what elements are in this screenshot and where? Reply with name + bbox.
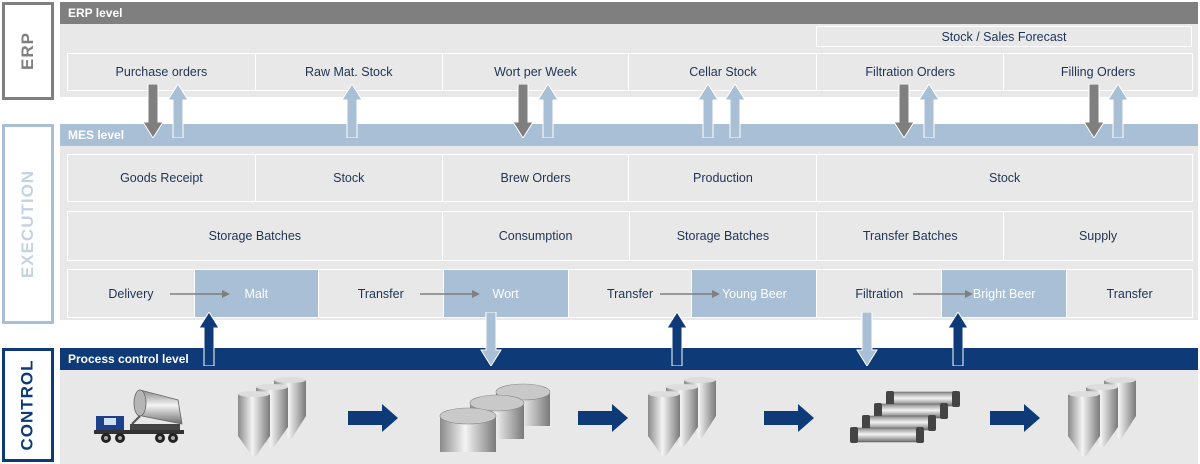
process-control-level-bar: Process control level — [60, 348, 1198, 370]
down-arrow-filling — [1084, 84, 1104, 138]
mes-cell-production: Production — [629, 155, 818, 202]
mes-row-2: Storage Batches Consumption Storage Batc… — [67, 211, 1193, 261]
up-arrow-malt — [198, 312, 220, 366]
mes-cell-stock: Stock — [255, 155, 443, 202]
up-arrow-purchase — [168, 84, 188, 138]
flow-arrow-3 — [764, 404, 814, 432]
truck-icon — [94, 389, 184, 443]
mes-cell-brew-orders: Brew Orders — [442, 155, 630, 202]
down-arrow-wort-control — [480, 312, 502, 366]
flow-arrow-2 — [578, 404, 628, 432]
mes-cell-storage-batches-2: Storage Batches — [629, 212, 818, 261]
mes-cell-consumption: Consumption — [442, 212, 630, 261]
up-arrow-young-beer — [666, 312, 688, 366]
mes-cell-storage-batches: Storage Batches — [68, 212, 443, 261]
row3-arrow-2 — [420, 290, 480, 298]
row3-arrow-4 — [913, 290, 973, 298]
flow-arrow-4 — [990, 404, 1040, 432]
silos-icon — [238, 377, 306, 456]
forecast-box: Stock / Sales Forecast — [816, 26, 1192, 47]
up-arrow-filtration — [919, 84, 939, 138]
sidebar-execution: EXECUTION — [2, 124, 54, 324]
erp-cell-cellar-stock: Cellar Stock — [629, 54, 818, 91]
mes-cell-transfer-3: Transfer — [1067, 270, 1194, 318]
mes-cell-goods-receipt: Goods Receipt — [68, 155, 256, 202]
erp-cell-wort-per-week: Wort per Week — [442, 54, 630, 91]
row3-arrow-1 — [170, 290, 230, 298]
sidebar-erp: ERP — [2, 2, 54, 100]
up-arrow-cellar-1 — [698, 84, 718, 138]
mes-cell-transfer-batches: Transfer Batches — [817, 212, 1005, 261]
down-arrow-purchase — [143, 84, 163, 138]
mes-row-1: Goods Receipt Stock Brew Orders Producti… — [67, 154, 1193, 202]
down-arrow-filtration-control — [856, 312, 878, 366]
up-arrow-wort — [538, 84, 558, 138]
sidebar-control: CONTROL — [2, 348, 54, 462]
down-arrow-wort — [513, 84, 533, 138]
erp-cells-row: Purchase orders Raw Mat. Stock Wort per … — [67, 53, 1193, 91]
fermentation-tanks-icon — [648, 377, 716, 456]
row3-arrow-3 — [660, 290, 720, 298]
filter-tubes-icon — [850, 391, 960, 443]
mes-cell-supply: Supply — [1004, 212, 1193, 261]
mes-cell-stock-2: Stock — [817, 155, 1193, 202]
up-arrow-filling — [1108, 84, 1128, 138]
bright-tanks-icon — [1068, 377, 1136, 456]
process-flow-arrows — [348, 404, 1040, 432]
erp-level-bar: ERP level — [60, 2, 1198, 24]
erp-cell-purchase-orders: Purchase orders — [68, 54, 256, 91]
horizontal-tanks-icon — [439, 383, 551, 452]
erp-cell-filtration-orders: Filtration Orders — [817, 54, 1005, 91]
mes-level-bar: MES level — [60, 124, 1198, 146]
forecast-label: Stock / Sales Forecast — [941, 29, 1067, 44]
up-arrow-raw-mat — [342, 84, 362, 138]
up-arrow-bright-beer — [947, 312, 969, 366]
flow-arrow-1 — [348, 404, 398, 432]
process-control-level-title: Process control level — [68, 352, 189, 366]
up-arrow-cellar-2 — [725, 84, 745, 138]
erp-level-title: ERP level — [68, 6, 123, 20]
mes-level-title: MES level — [68, 128, 125, 142]
down-arrow-filtration — [894, 84, 914, 138]
